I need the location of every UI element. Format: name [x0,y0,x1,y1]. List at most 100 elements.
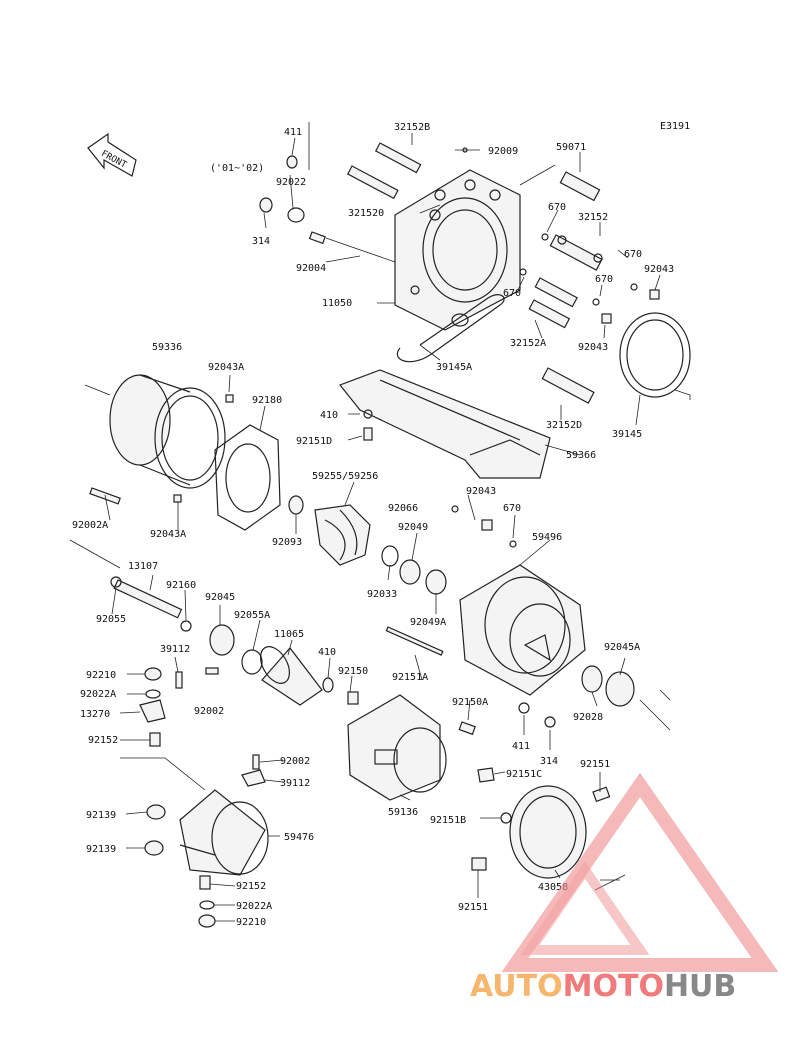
washer-411-b [518,702,530,714]
oring-92055A [241,649,263,675]
label-92043-b: 92043 [578,342,608,353]
label-92151C: 92151C [506,769,542,780]
bolt-92151-a [592,786,611,803]
bed-plate-59366 [339,369,551,479]
oring-670-e [509,540,517,548]
label-92152-a: 92152 [88,735,118,746]
washer-411-a [286,155,298,169]
label-92055: 92055 [96,614,126,625]
plug-92066 [451,505,459,513]
bracket-13270 [139,699,166,723]
stud-59071 [559,171,601,202]
bushing-92139-a [146,804,166,820]
bolt-92151-b [471,857,487,871]
washer-410-a [363,409,373,419]
washer-92022 [287,207,305,223]
label-670-c: 670 [595,274,613,285]
pump-housing-11050 [394,169,521,331]
driveshaft-13107 [69,539,183,619]
diagram-code: E3191 [660,121,690,132]
label-670-d: 670 [503,288,521,299]
oring-670-c [592,298,600,306]
bolt-92151D [363,427,373,441]
nozzle-59476 [179,789,269,876]
bolt-39112-a [175,671,183,689]
clamp-39145A [451,313,469,327]
label-92093: 92093 [272,537,302,548]
label-11050: 11050 [322,298,352,309]
leader-lines [104,122,691,922]
label-92049: 92049 [398,522,428,533]
label-32152: 32152 [578,212,608,223]
label-92151B: 92151B [430,815,466,826]
bolt-92151C [477,767,495,783]
bushing-92043-a [649,289,660,300]
label-59136: 59136 [388,807,418,818]
cap-92028 [581,665,603,693]
label-92045: 92045 [205,592,235,603]
bushing-92043A-b [173,494,182,503]
label-92160: 92160 [166,580,196,591]
label-43058: 43058 [538,882,568,893]
seal-92093 [288,495,304,515]
bushing-92152-a [149,732,161,747]
watermark-triangle-icon [501,772,779,972]
label-92055A: 92055A [234,610,270,621]
oring-670-a [541,233,549,241]
bushing-92043A-a [225,394,234,403]
washer-92151B [500,812,512,824]
bracket-32152 [549,234,603,271]
label-59366: 59366 [566,450,596,461]
bearing-92045A [605,671,635,707]
front-arrow-icon: FRONT [87,132,137,177]
bushing-92139-b [144,840,164,856]
ring-92033 [381,545,399,567]
label-92043A-b: 92043A [150,529,186,540]
bushing-92043-c [481,519,493,531]
bushing-92043-b [601,313,612,324]
label-13107: 13107 [128,561,158,572]
label-92150A: 92150A [452,697,488,708]
label-92002-a: 92002 [194,706,224,717]
label-year-note: ('01~'02) [210,163,264,174]
label-411-b: 411 [512,741,530,752]
label-92033: 92033 [367,589,397,600]
label-410-b: 410 [318,647,336,658]
oring-92160 [180,620,192,632]
label-92151A: 92151A [392,672,428,683]
stud-32152A [528,277,578,329]
bolt-92002-b [252,754,260,770]
label-92009: 92009 [488,146,518,157]
cone-11065 [259,646,323,706]
label-92043-c: 92043 [466,486,496,497]
label-670-a: 670 [548,202,566,213]
label-411: 411 [284,127,302,138]
bolt-39112-b [241,769,266,787]
nut-314-a [259,197,273,213]
label-92151-b: 92151 [458,902,488,913]
bushing-92049A [425,569,447,595]
label-410-a: 410 [320,410,338,421]
oring-670-d [630,283,638,291]
watermark-auto: AUTOMOTOHUB [470,969,736,1004]
label-670-b: 670 [624,249,642,260]
label-59255: 59255/59256 [312,471,378,482]
bolt-92150A [458,721,476,736]
seal-39145A [396,294,505,363]
label-32152A: 32152A [510,338,546,349]
oring-670-b [519,268,527,276]
watermark-logo: AUTOMOTOHUB [470,772,779,1004]
label-11065: 11065 [274,629,304,640]
label-92022A-b: 92022A [236,901,272,912]
label-92150: 92150 [338,666,368,677]
label-59496: 59496 [532,532,562,543]
label-39145: 39145 [612,429,642,440]
label-92043-a: 92043 [644,264,674,275]
label-92028: 92028 [573,712,603,723]
nut-92210-a [144,667,162,681]
label-92043A-a: 92043A [208,362,244,373]
bushing-92152-b [199,875,211,890]
gasket-92180 [214,424,281,531]
ring-39145 [619,312,691,398]
label-13270: 13270 [80,709,110,720]
